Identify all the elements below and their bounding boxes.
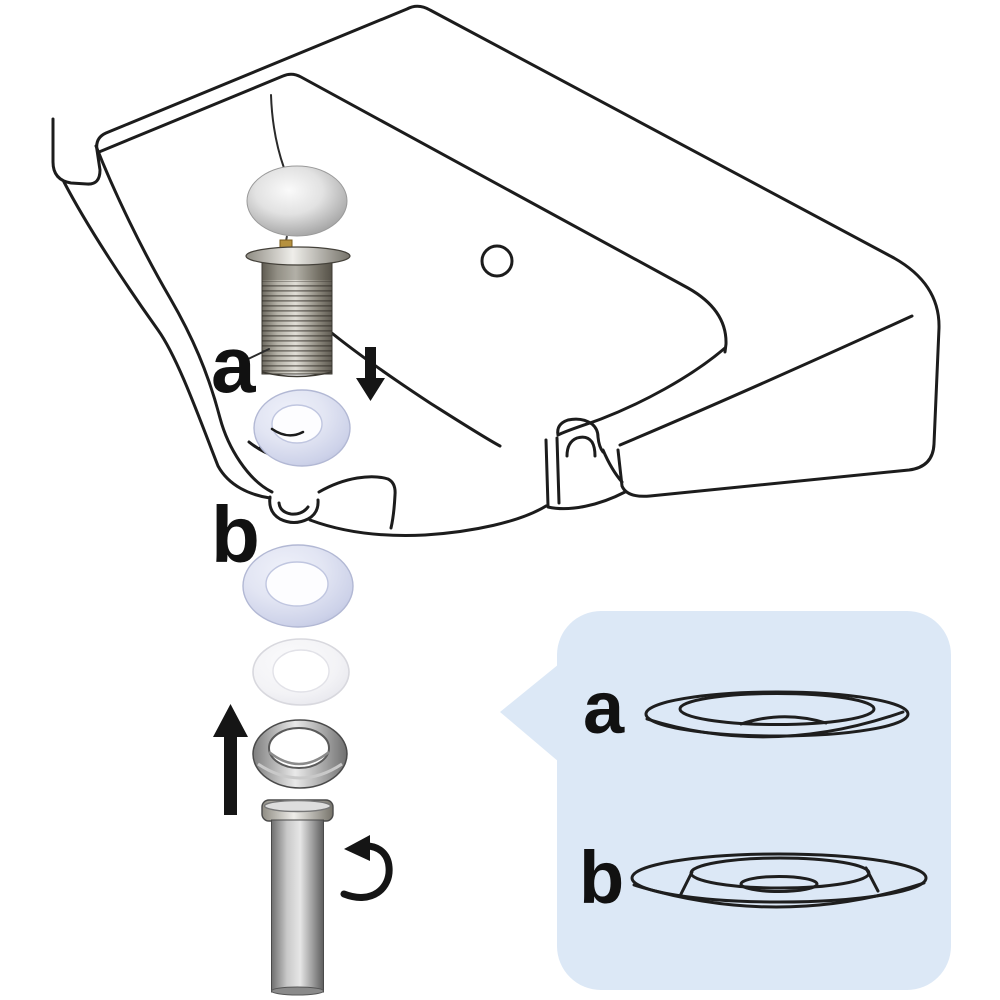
gasket-a-hole	[271, 404, 323, 444]
up-arrow-icon	[213, 704, 248, 815]
sink-basin	[51, 4, 941, 537]
bowl-back-edge	[326, 328, 502, 448]
gasket-b-profile-hole	[739, 875, 819, 893]
drain-boss-outer	[556, 417, 605, 454]
underside-arm-top	[317, 475, 397, 530]
drain-cap-dome	[246, 165, 348, 237]
label-a: a	[211, 320, 256, 409]
drain-boss-inner	[565, 435, 597, 458]
callout-label-b: b	[579, 836, 624, 919]
sink-outer-shell	[51, 4, 941, 498]
gasket-b-hole	[265, 561, 329, 607]
mounting-nut-inner-arc	[268, 751, 330, 766]
label-a-leader-line	[245, 348, 270, 361]
gasket-a-profile-underside	[645, 710, 905, 739]
mounting-nut-bottom-highlight	[257, 762, 343, 780]
gasket-b-profile-rim	[630, 852, 928, 904]
tailpiece-bottom-edge	[271, 986, 324, 996]
callout-bubble-tail	[500, 664, 559, 762]
drain-hole-arc-through-gasket	[270, 427, 305, 437]
tailpiece-flange-top	[263, 799, 332, 813]
apron-edge-right	[555, 436, 561, 505]
apron-bottom	[546, 490, 627, 511]
gasket-b-profile-bevel-left	[679, 870, 694, 896]
sink-inner-rim	[97, 72, 728, 354]
front-inner-edge	[94, 144, 274, 494]
lift-rod-line	[270, 94, 285, 169]
down-arrow-icon	[356, 347, 385, 401]
gasket-a-profile-inner-ring	[678, 692, 876, 726]
threaded-drain-body	[245, 246, 351, 378]
callout-bubble: a b	[500, 611, 951, 990]
drain-flange	[245, 246, 351, 266]
drain-cup-outer	[268, 495, 320, 524]
gasket-b-profile	[630, 852, 928, 909]
gasket-b-profile-bevel-right	[864, 866, 880, 893]
drain-barrel-threads	[262, 281, 332, 374]
gasket-b	[242, 544, 354, 628]
white-washer-hole	[272, 649, 330, 693]
rotation-arrow-icon	[340, 835, 393, 901]
gasket-a	[253, 389, 351, 467]
drain-cup-inner	[277, 501, 310, 516]
tailpiece-tube	[261, 799, 334, 996]
sink-right-crease	[618, 314, 914, 447]
drain-boss-right	[601, 448, 624, 484]
tailpiece-pipe	[271, 819, 324, 993]
faucet-hole	[480, 244, 514, 278]
rotation-arrow-head	[344, 835, 370, 861]
underside-arm-bottom	[308, 504, 548, 537]
drain-barrel-bottom-edge	[261, 371, 333, 378]
gasket-a-profile-hole-arc	[739, 715, 828, 726]
mounting-nut	[252, 719, 348, 789]
white-washer	[252, 638, 350, 706]
apron-edge-left	[544, 438, 550, 508]
gasket-b-profile-underside	[632, 881, 926, 909]
basin-far-edge	[556, 346, 727, 437]
rotation-arrow-arc	[340, 842, 393, 901]
mounting-nut-hole	[268, 727, 330, 769]
front-outer-edge	[62, 180, 272, 500]
callout-label-a: a	[583, 666, 625, 749]
gasket-a-profile	[644, 690, 910, 739]
